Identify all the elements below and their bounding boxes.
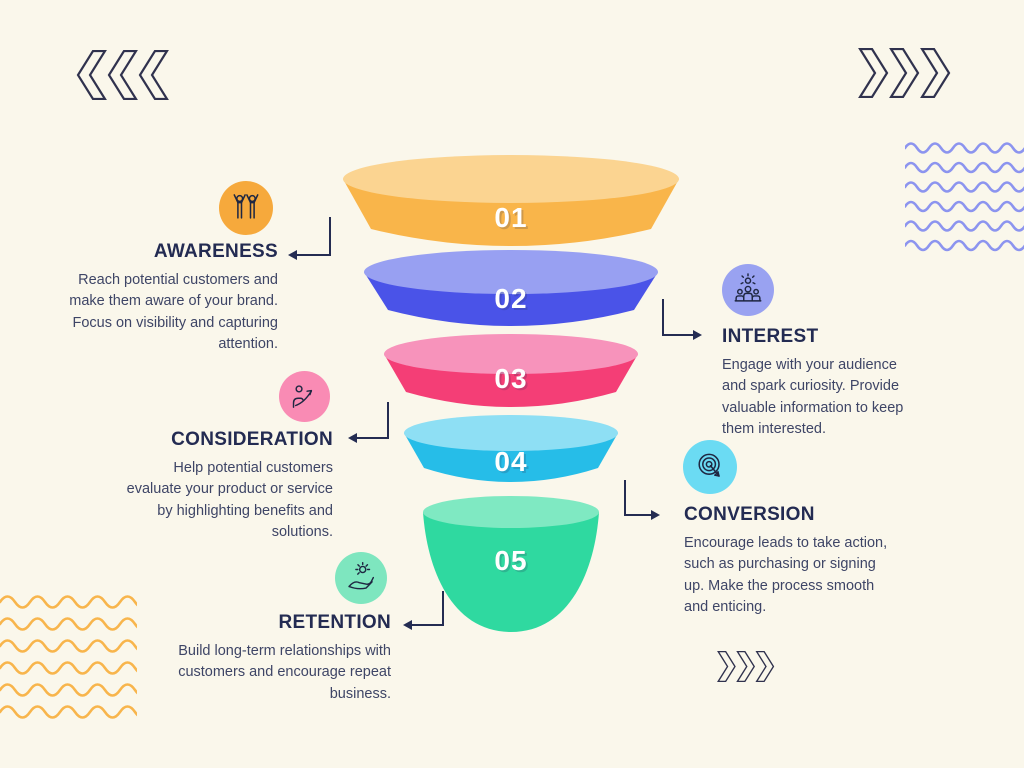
stage-conversion-block: CONVERSION Encourage leads to take actio… <box>684 504 898 618</box>
funnel-stage-5-top <box>423 496 599 528</box>
stage-consideration-block: CONSIDERATION Help potential customers e… <box>118 429 333 543</box>
consideration-description: Help potential customers evaluate your p… <box>126 460 333 540</box>
funnel-stage-5-segment <box>423 512 599 632</box>
stage-retention-block: RETENTION Build long-term relationships … <box>163 612 391 705</box>
interest-connector-arrow <box>662 299 702 340</box>
wavy-lines-bottom-left <box>0 595 137 719</box>
stage-awareness-block: AWARENESS Reach potential customers and … <box>48 241 278 355</box>
conversion-title: CONVERSION <box>684 504 815 525</box>
interest-description: Engage with your audience and spark curi… <box>722 357 904 437</box>
people-celebrating-icon <box>219 181 273 235</box>
funnel-stage-2-top <box>364 250 658 294</box>
consideration-title: CONSIDERATION <box>171 429 333 450</box>
conversion-connector-arrow <box>624 480 660 520</box>
funnel-stage-3-top <box>384 334 638 374</box>
interest-title: INTEREST <box>722 326 819 347</box>
growth-person-icon <box>279 371 330 422</box>
triple-chevron-right-icon <box>858 48 951 98</box>
triple-chevron-right-small-icon <box>717 651 775 683</box>
target-icon <box>683 440 737 494</box>
triple-chevron-left-icon <box>76 50 169 100</box>
retention-connector-arrow <box>403 591 444 630</box>
funnel-stage-4-top <box>404 415 618 451</box>
stage-interest-block: INTEREST Engage with your audience and s… <box>722 326 918 440</box>
retention-title: RETENTION <box>278 612 391 633</box>
conversion-description: Encourage leads to take action, such as … <box>684 535 888 615</box>
funnel-stage-4-number: 04 <box>494 446 527 477</box>
awareness-description: Reach potential customers and make them … <box>69 272 278 352</box>
awareness-connector-arrow <box>288 217 331 260</box>
funnel-stage-1-number: 01 <box>494 202 527 233</box>
funnel-stage-5-number: 05 <box>494 545 527 576</box>
wavy-lines-top-right <box>905 142 1024 252</box>
funnel-stage-2-number: 02 <box>494 283 527 314</box>
awareness-title: AWARENESS <box>153 241 278 262</box>
retention-description: Build long-term relationships with custo… <box>178 643 391 702</box>
consideration-connector-arrow <box>348 402 389 443</box>
funnel-stage-1-top <box>343 155 679 203</box>
funnel-stage-3-number: 03 <box>494 363 527 394</box>
audience-group-icon <box>722 264 774 316</box>
hand-sun-icon <box>335 552 387 604</box>
